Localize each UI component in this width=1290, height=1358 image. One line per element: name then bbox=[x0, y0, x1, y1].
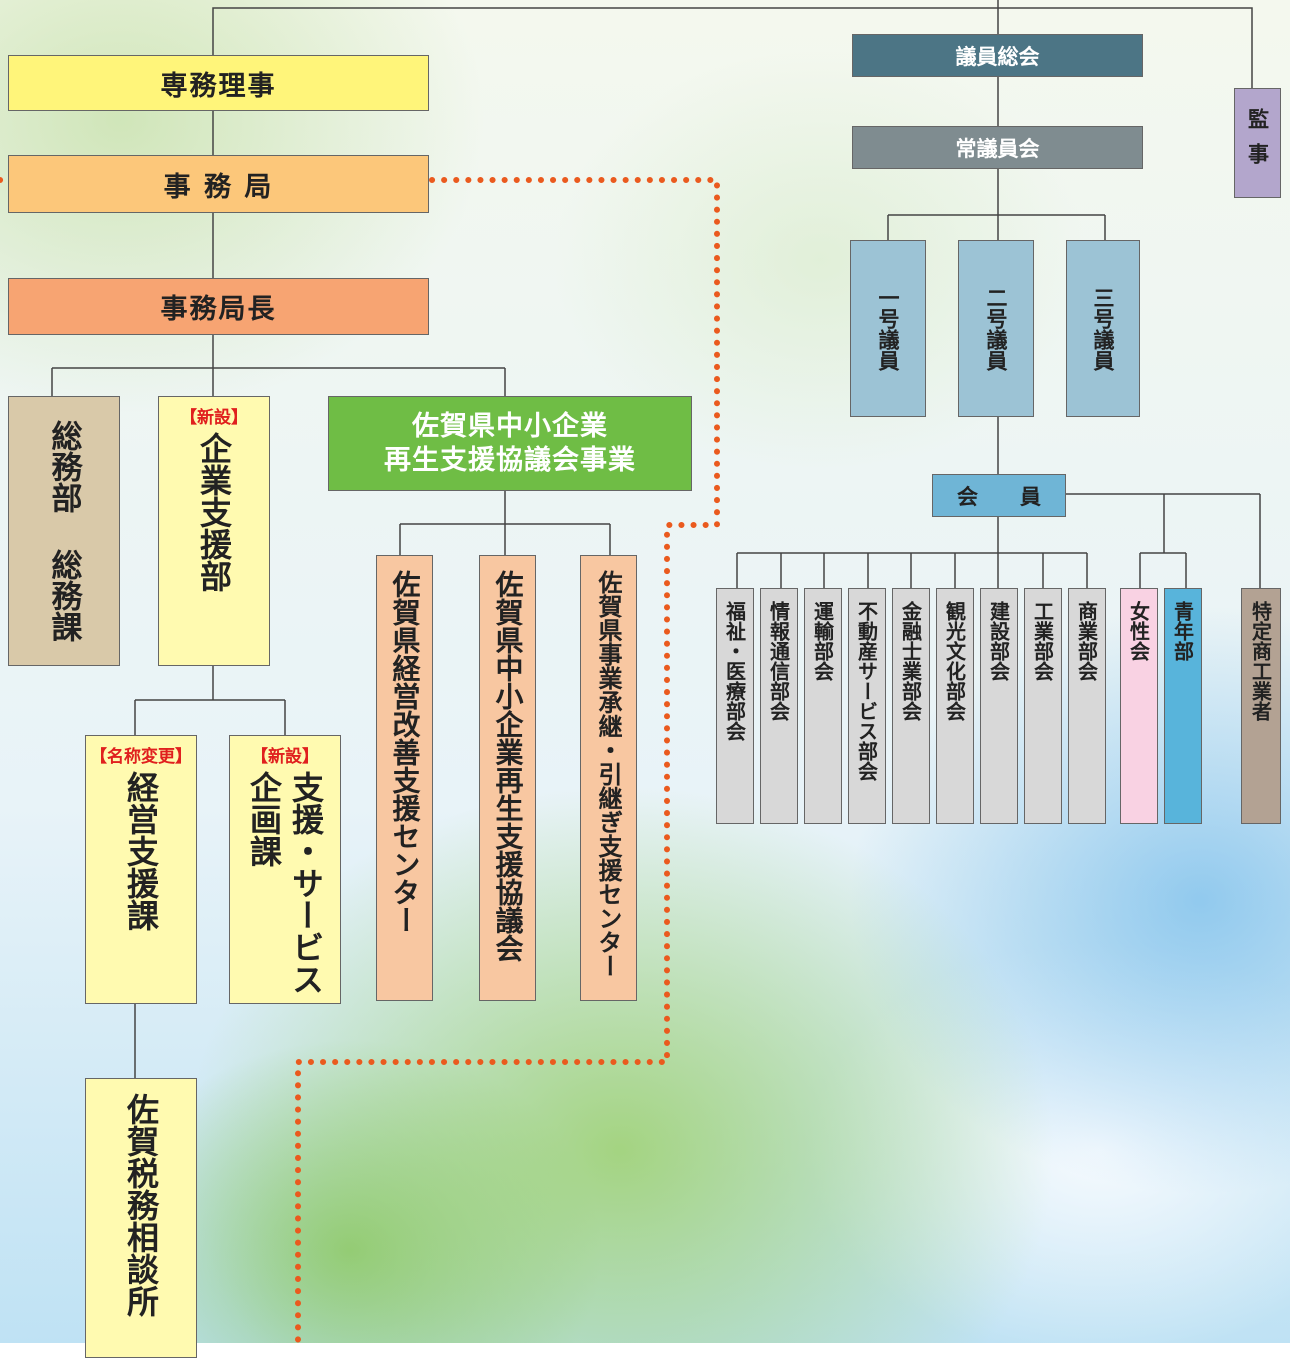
general-assembly-box: 議員総会 bbox=[852, 34, 1143, 77]
secretary-general-box: 事務局長 bbox=[8, 278, 429, 335]
management-support-label: 経営支援課 bbox=[122, 771, 160, 931]
standing-assembly-box: 常議員会 bbox=[852, 126, 1143, 169]
subcommittee-box: 情報通信部会 bbox=[760, 588, 798, 824]
subcommittee-box: 商業部会 bbox=[1068, 588, 1106, 824]
councillor-label: 二号議員 bbox=[984, 286, 1008, 371]
specified-label: 特定商工業者 bbox=[1248, 601, 1273, 721]
subcommittee-label: 福祉・医療部会 bbox=[722, 601, 747, 741]
renamed-badge: 【名称変更】 bbox=[90, 747, 192, 767]
subcommittee-box: 運輸部会 bbox=[804, 588, 842, 824]
new-badge: 【新設】 bbox=[251, 747, 319, 767]
business-support-box: 【新設】 企業支援部 bbox=[158, 396, 270, 666]
subcommittee-label: 情報通信部会 bbox=[766, 601, 791, 721]
youth-label: 青年部 bbox=[1170, 601, 1195, 661]
executive-director-box: 専務理事 bbox=[8, 55, 429, 111]
business-support-label: 企業支援部 bbox=[195, 432, 233, 592]
council-title-line1: 佐賀県中小企業 bbox=[412, 410, 608, 442]
support-division-boundary bbox=[295, 177, 720, 1343]
subcommittee-label: 金融士業部会 bbox=[898, 601, 923, 721]
management-improvement-center-box: 佐賀県経営改善支援センター bbox=[376, 555, 433, 1001]
councillor-label: 三号議員 bbox=[1091, 286, 1115, 371]
service-planning-box: 【新設】 支援・サービス企画課 bbox=[229, 735, 341, 1004]
subcommittee-box: 不動産サービス部会 bbox=[848, 588, 886, 824]
subcommittee-box: 建設部会 bbox=[980, 588, 1018, 824]
councillor-2-box: 二号議員 bbox=[958, 240, 1034, 417]
subcommittee-label: 運輸部会 bbox=[810, 601, 835, 681]
management-support-box: 【名称変更】 経営支援課 bbox=[85, 735, 197, 1004]
tax-consultation-box: 佐賀税務相談所 bbox=[85, 1078, 197, 1358]
subcommittee-label: 商業部会 bbox=[1074, 601, 1099, 681]
subcommittee-box: 金融士業部会 bbox=[892, 588, 930, 824]
womens-label: 女性会 bbox=[1126, 601, 1151, 661]
general-affairs-box: 総務部 総務課 bbox=[8, 396, 120, 666]
center-label: 佐賀県中小企業再生支援協議会 bbox=[491, 570, 525, 962]
members-box: 会 員 bbox=[932, 474, 1066, 517]
general-affairs-label: 総務部 総務課 bbox=[45, 420, 82, 642]
council-title-line2: 再生支援協議会事業 bbox=[384, 444, 636, 476]
councillor-label: 一号議員 bbox=[876, 286, 900, 371]
specified-merchants-box: 特定商工業者 bbox=[1241, 588, 1281, 824]
subcommittee-box: 福祉・医療部会 bbox=[716, 588, 754, 824]
auditor-box: 監事 bbox=[1234, 88, 1281, 198]
councillor-1-box: 一号議員 bbox=[850, 240, 926, 417]
councillor-3-box: 三号議員 bbox=[1066, 240, 1140, 417]
revitalization-council-center-box: 佐賀県中小企業再生支援協議会 bbox=[479, 555, 536, 1001]
subcommittee-label: 不動産サービス部会 bbox=[854, 601, 879, 781]
subcommittee-label: 工業部会 bbox=[1030, 601, 1055, 681]
auditor-label: 監事 bbox=[1245, 108, 1270, 178]
revitalization-council-box: 佐賀県中小企業 再生支援協議会事業 bbox=[328, 396, 692, 491]
center-label: 佐賀県経営改善支援センター bbox=[388, 570, 422, 934]
business-succession-center-box: 佐賀県事業承継・引継ぎ支援センター bbox=[580, 555, 637, 1001]
new-badge: 【新設】 bbox=[180, 408, 248, 428]
subcommittee-box: 工業部会 bbox=[1024, 588, 1062, 824]
subcommittee-label: 観光文化部会 bbox=[942, 601, 967, 721]
service-planning-label: 支援・サービス企画課 bbox=[245, 771, 325, 995]
secretariat-box: 事 務 局 bbox=[8, 155, 429, 213]
youth-division-box: 青年部 bbox=[1164, 588, 1202, 824]
subcommittee-label: 建設部会 bbox=[986, 601, 1011, 681]
center-label: 佐賀県事業承継・引継ぎ支援センター bbox=[594, 570, 622, 978]
subcommittee-box: 観光文化部会 bbox=[936, 588, 974, 824]
tax-consultation-label: 佐賀税務相談所 bbox=[122, 1093, 160, 1317]
womens-association-box: 女性会 bbox=[1120, 588, 1158, 824]
